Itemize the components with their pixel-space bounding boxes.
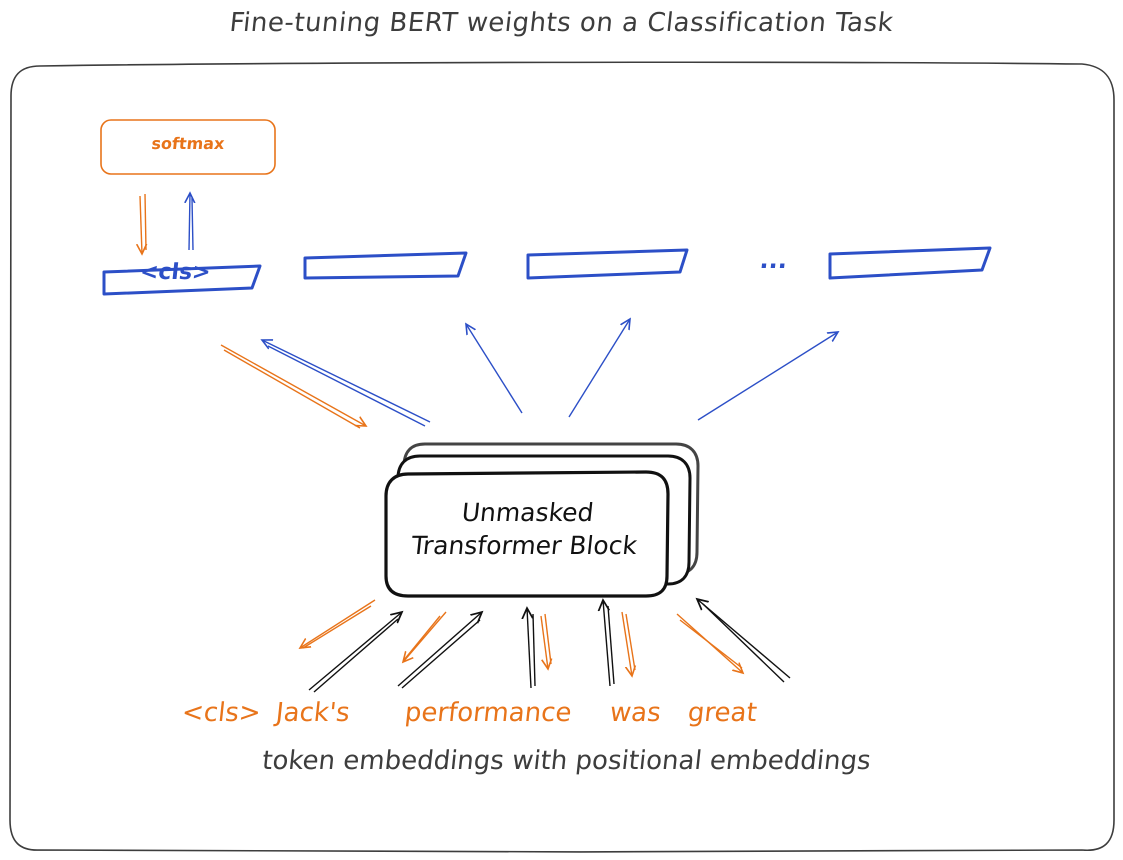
softmax-label: softmax (150, 134, 226, 153)
output-cls-label: <cls> (138, 260, 212, 285)
input-token-was: was (608, 698, 663, 728)
output-embedding-3 (526, 248, 689, 280)
block-to-input-jacks-arrow (403, 611, 447, 662)
output-embedding-4 (828, 246, 992, 280)
transformer-block-line1: Unmasked (460, 498, 596, 527)
softmax-up-arrow (189, 193, 193, 251)
block-to-output-2-arrow (466, 324, 523, 414)
block-to-output-4-arrow (697, 332, 838, 421)
input-token-great: great (686, 698, 759, 728)
output-embedding-2 (303, 251, 468, 280)
transformer-block (384, 442, 700, 598)
block-to-input-cls-arrow (300, 599, 376, 648)
block-to-input-great-arrow (621, 611, 632, 676)
input-last-to-block-arrow (697, 599, 791, 679)
input-was-to-block-arrow (527, 608, 531, 689)
block-to-cls-arrow (262, 340, 431, 423)
outer-frame (9, 61, 1115, 853)
softmax-box (100, 119, 276, 175)
input-performance-to-block-arrow (397, 612, 482, 687)
input-great-to-block-arrow (603, 600, 611, 687)
cls-to-block-arrow (220, 344, 366, 426)
input-token-performance: performance (403, 698, 574, 728)
embeddings-caption: token embeddings with positional embeddi… (260, 746, 873, 776)
transformer-block-line2: Transformer Block (409, 531, 639, 560)
block-to-input-was-arrow (540, 615, 548, 669)
block-to-output-3-arrow (568, 319, 630, 418)
transformer-block-label: Unmasked Transformer Block (382, 496, 671, 562)
output-cls-embedding (102, 264, 262, 296)
output-ellipsis: ... (758, 246, 789, 274)
input-token-cls: <cls> (180, 698, 263, 728)
softmax-down-arrow (140, 193, 146, 254)
input-jacks-to-block-arrow (308, 612, 402, 691)
input-token-jacks: Jack's (274, 698, 352, 728)
